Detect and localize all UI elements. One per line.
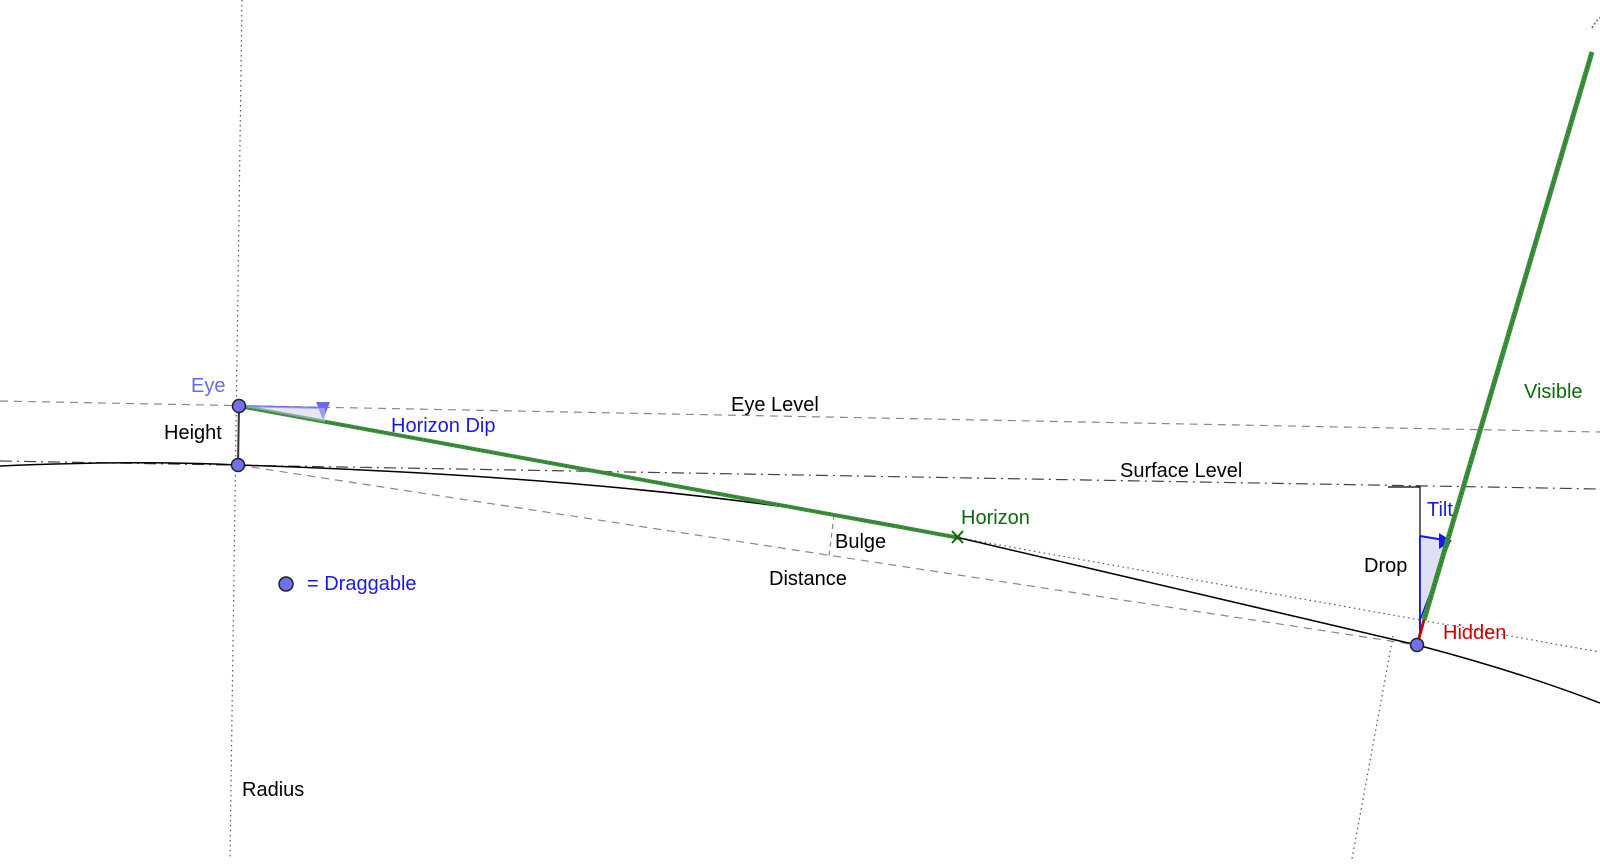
drop-label: Drop — [1364, 555, 1407, 577]
height-line — [237, 405, 240, 466]
visible-label: Visible — [1524, 381, 1583, 403]
eye-label: Eye — [191, 375, 225, 397]
ground-point[interactable] — [230, 457, 246, 473]
horizon-dip-wedge — [239, 406, 325, 422]
horizon-sight-line — [238, 404, 961, 540]
tilt-label: Tilt — [1427, 499, 1453, 521]
horizon-dip-label: Horizon Dip — [391, 415, 495, 437]
radius-label: Radius — [242, 779, 304, 801]
horizon-point-marker — [951, 530, 964, 544]
target-point[interactable] — [1409, 637, 1425, 653]
eye-level-label: Eye Level — [731, 394, 819, 416]
eye-point[interactable] — [231, 398, 247, 414]
hidden-label: Hidden — [1443, 622, 1506, 644]
radius-line-left — [229, 0, 243, 860]
height-label: Height — [164, 422, 222, 444]
legend-draggable-point-icon — [278, 576, 294, 592]
distance-label: Distance — [769, 568, 847, 590]
radius-line-right — [1351, 635, 1394, 860]
extended-tangent-dotted — [959, 537, 1600, 653]
distance-chord — [237, 464, 1418, 646]
bulge-label: Bulge — [835, 531, 886, 553]
top-right-fragment-icon — [1591, 17, 1600, 29]
surface-level-label: Surface Level — [1120, 460, 1242, 482]
visible-object-dots — [1423, 51, 1593, 621]
bulge-marker — [828, 514, 835, 557]
draggable-legend-label: = Draggable — [307, 573, 417, 595]
horizon-label: Horizon — [961, 507, 1030, 529]
